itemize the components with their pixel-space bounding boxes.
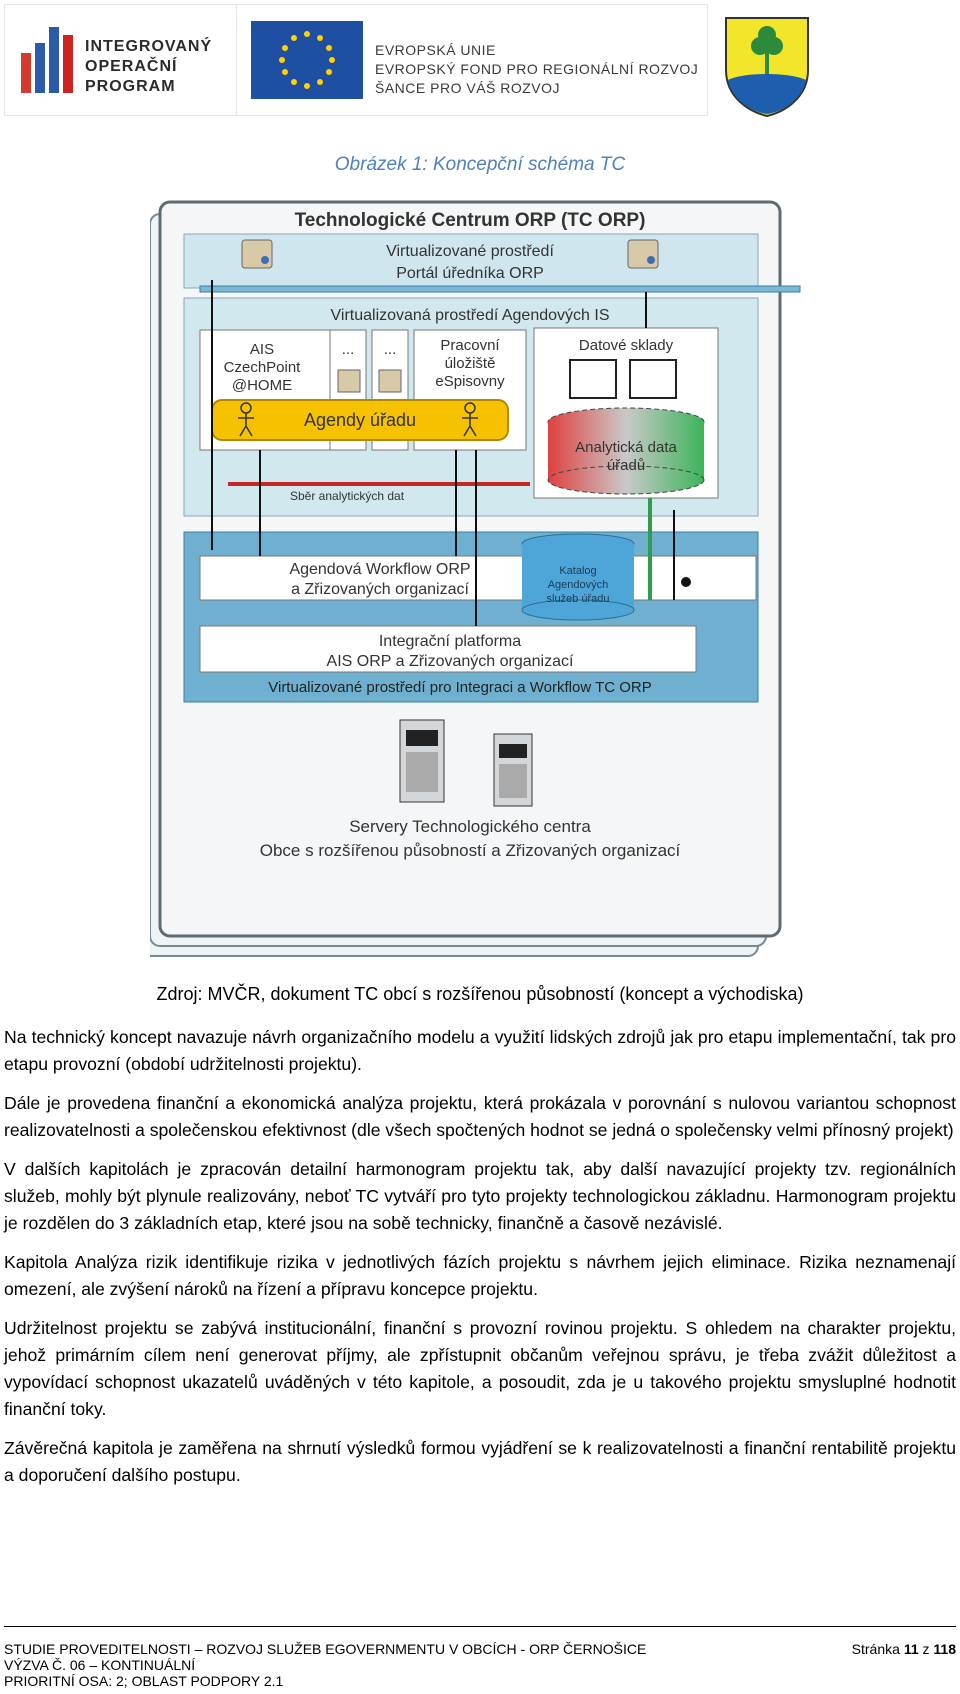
server-icon xyxy=(241,239,273,269)
footer-line-1: STUDIE PROVEDITELNOSTI – ROZVOJ SLUŽEB E… xyxy=(4,1641,647,1657)
paragraph: Kapitola Analýza rizik identifikuje rizi… xyxy=(4,1252,956,1299)
footer-divider xyxy=(4,1626,956,1627)
footer-line-2: VÝZVA Č. 06 – KONTINUÁLNÍ xyxy=(4,1657,196,1673)
eu-logo-text: EVROPSKÁ UNIE EVROPSKÝ FOND PRO REGIONÁL… xyxy=(375,42,699,96)
iop-bars-icon xyxy=(21,27,73,93)
server-rack-icon xyxy=(399,719,445,803)
figure-source: Zdroj: MVČR, dokument TC obcí s rozšířen… xyxy=(156,984,804,1004)
dots-label-2: ... xyxy=(384,341,397,358)
workflow-label-1: Agendová Workflow ORP xyxy=(289,561,470,578)
katalog-label-1: Katalog xyxy=(559,565,596,577)
paragraph: Na technický koncept navazuje návrh orga… xyxy=(4,1027,956,1074)
iop-logo: INTEGROVANÝ OPERAČNÍ PROGRAM xyxy=(4,4,238,116)
paragraph: V dalších kapitolách je zpracován detail… xyxy=(4,1159,956,1233)
pracovni-label-3: eSpisovny xyxy=(435,373,505,390)
figure-caption: Obrázek 1: Koncepční schéma TC xyxy=(334,154,626,175)
ais-label-3: @HOME xyxy=(232,377,292,394)
portal-label-2: Portál úředníka ORP xyxy=(396,265,544,282)
analyticka-label-2: úřadů xyxy=(607,457,645,474)
ais-label-1: AIS xyxy=(250,341,274,358)
page-number: Stránka 11 z 118 xyxy=(851,1641,956,1657)
ais-label-2: CzechPoint xyxy=(224,359,302,376)
iop-logo-text: INTEGROVANÝ OPERAČNÍ PROGRAM xyxy=(85,38,213,95)
katalog-label-2: Agendových xyxy=(548,579,609,591)
pracovni-label-2: úložiště xyxy=(445,355,496,372)
integracni-label-2: AIS ORP a Zřizovaných organizací xyxy=(327,653,574,670)
datove-sklady-label: Datové sklady xyxy=(579,337,674,354)
page-footer: STUDIE PROVEDITELNOSTI – ROZVOJ SLUŽEB E… xyxy=(4,1641,646,1689)
header-logos: INTEGROVANÝ OPERAČNÍ PROGRAM EVROPSKÁ UN… xyxy=(4,4,708,116)
dots-label-1: ... xyxy=(342,341,355,358)
user-icon xyxy=(238,402,254,437)
pracovni-label-1: Pracovní xyxy=(440,337,500,354)
eu-flag-icon xyxy=(251,21,363,99)
sber-label: Sběr analytických dat xyxy=(290,489,405,503)
diagram-title: Technologické Centrum ORP (TC ORP) xyxy=(295,210,646,231)
agendy-uradu-label: Agendy úřadu xyxy=(304,410,416,430)
servery-label-2: Obce s rozšířenou působností a Zřizovaný… xyxy=(260,841,681,860)
integracni-label-1: Integrační platforma xyxy=(379,633,521,650)
portal-label-1: Virtualizované prostředí xyxy=(386,243,554,260)
server-rack-icon xyxy=(493,733,533,807)
server-icon xyxy=(627,239,659,269)
user-icon xyxy=(462,402,478,437)
workflow-label-2: a Zřizovaných organizací xyxy=(291,581,469,598)
katalog-label-3: služeb úřadu xyxy=(547,593,610,605)
analyticka-label-1: Analytická data xyxy=(575,439,677,456)
tc-concept-diagram: Technologické Centrum ORP (TC ORP) Virtu… xyxy=(150,200,801,957)
servery-label-1: Servery Technologického centra xyxy=(349,817,591,836)
eu-logo: EVROPSKÁ UNIE EVROPSKÝ FOND PRO REGIONÁL… xyxy=(236,4,708,116)
virt-integrace-label: Virtualizované prostředí pro Integraci a… xyxy=(268,679,652,696)
agendove-is-label: Virtualizovaná prostředí Agendových IS xyxy=(331,307,610,324)
paragraph: Udržitelnost projektu se zabývá instituc… xyxy=(4,1318,956,1419)
municipal-crest-icon xyxy=(725,17,809,118)
paragraph: Dále je provedena finanční a ekonomická … xyxy=(4,1093,956,1140)
paragraph: Závěrečná kapitola je zaměřena na shrnut… xyxy=(4,1438,956,1485)
footer-line-3: PRIORITNÍ OSA: 2; OBLAST PODPORY 2.1 xyxy=(4,1673,284,1689)
document-body: Na technický koncept navazuje návrh orga… xyxy=(4,1024,956,1501)
